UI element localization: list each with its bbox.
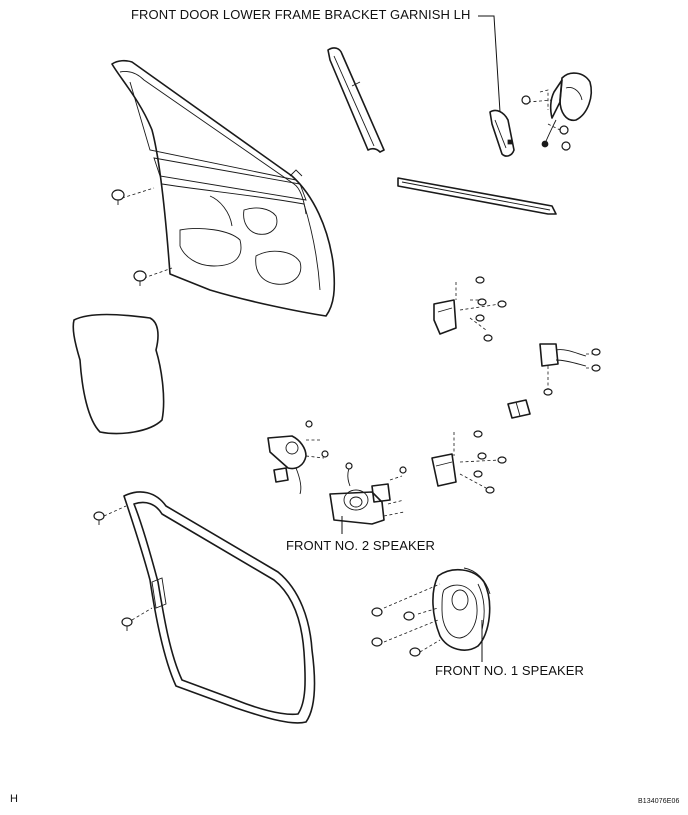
upper-hinge	[433, 276, 507, 342]
lower-frame-bracket-garnish	[489, 109, 515, 157]
front-no1-speaker	[371, 567, 491, 657]
door-weatherstrip	[93, 491, 316, 724]
front-door-panel	[111, 59, 336, 317]
label-front-no1-speaker: FRONT NO. 1 SPEAKER	[435, 663, 585, 678]
outside-mirror	[521, 72, 592, 151]
tweeter-assembly	[267, 420, 329, 495]
lower-hinge	[431, 430, 507, 494]
label-lower-frame-bracket-garnish: FRONT DOOR LOWER FRAME BRACKET GARNISH L…	[131, 7, 471, 22]
figure-code: B134076E06	[638, 798, 680, 805]
door-frame-garnish	[327, 47, 385, 153]
label-front-no2-speaker: FRONT NO. 2 SPEAKER	[286, 538, 436, 553]
door-clips	[111, 187, 173, 286]
label-leaders	[341, 15, 501, 662]
service-hole-cover	[72, 313, 165, 435]
door-check	[507, 343, 601, 419]
belt-moulding	[397, 177, 557, 215]
view-code: H	[10, 793, 19, 805]
front-no2-speaker	[329, 462, 407, 525]
